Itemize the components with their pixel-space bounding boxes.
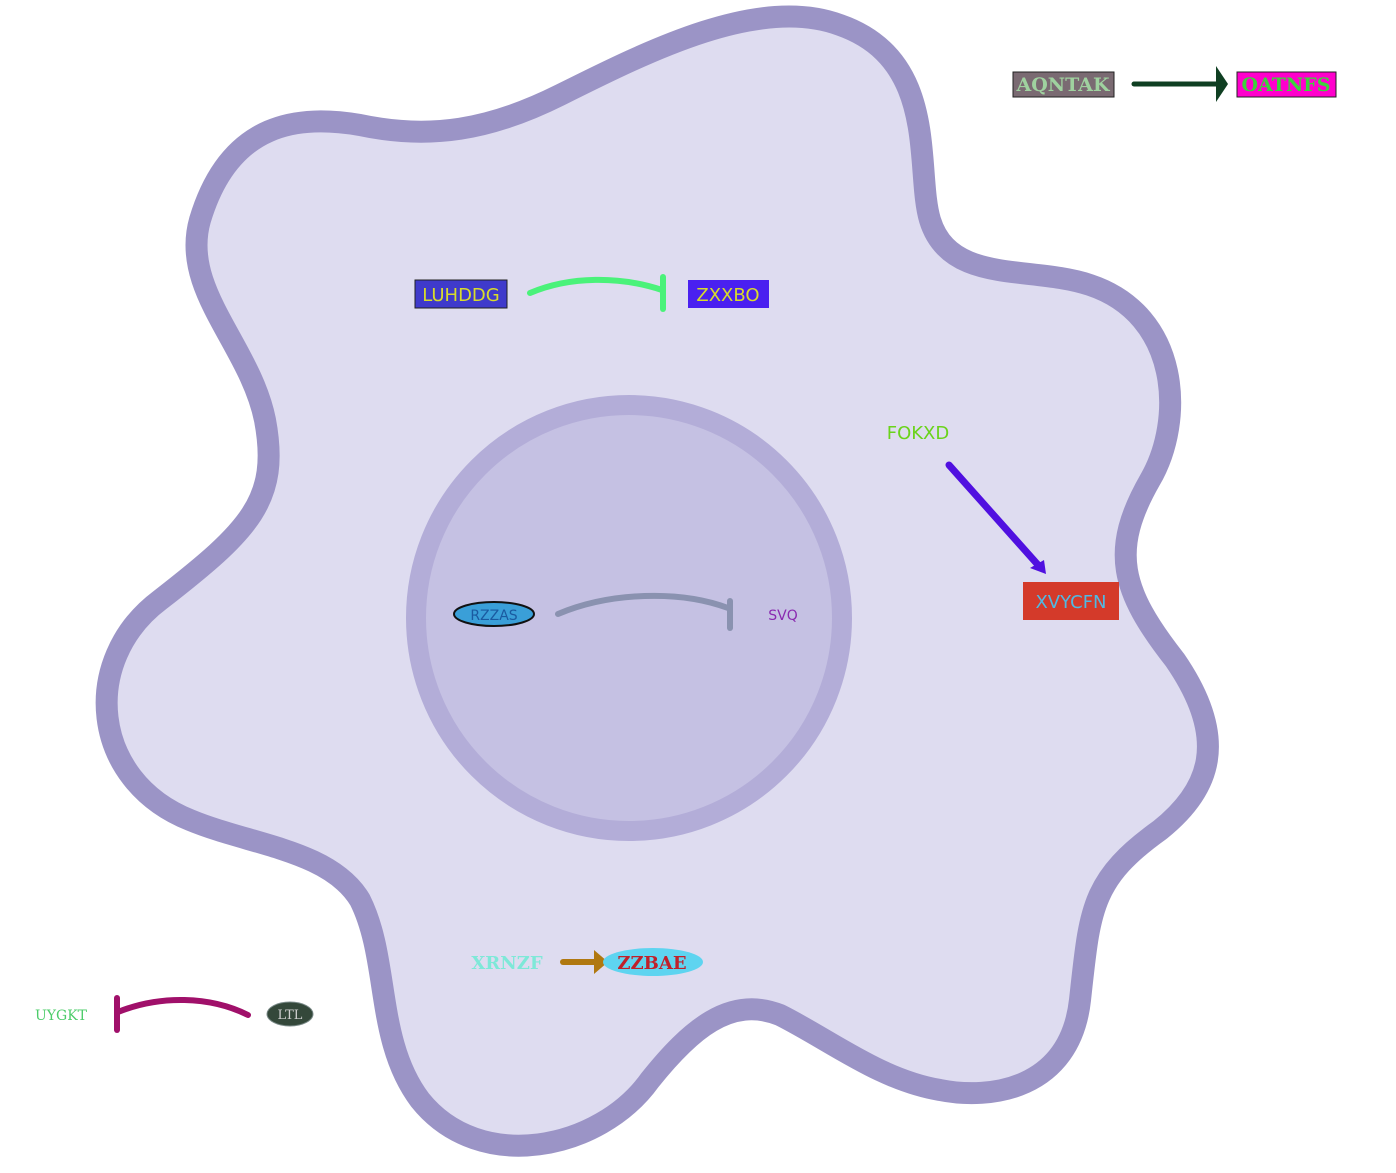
node-rzzas: RZZAS xyxy=(453,601,535,627)
node-rzzas-label: RZZAS xyxy=(470,608,517,624)
node-xrnzf-label: XRNZF xyxy=(471,953,543,974)
node-zxxbo: ZXXBO xyxy=(688,280,769,308)
node-svq-label: SVQ xyxy=(768,608,797,624)
node-luhddg: LUHDDG xyxy=(414,279,508,309)
node-ltl: LTL xyxy=(266,1001,314,1027)
nucleus xyxy=(406,395,852,841)
node-zxxbo-label: ZXXBO xyxy=(696,285,759,306)
node-xvycfn-label: XVYCFN xyxy=(1035,592,1106,613)
edge-aqntak-oatnfs xyxy=(1131,66,1228,102)
node-zzbae: ZZBAE xyxy=(603,948,703,976)
node-luhddg-label: LUHDDG xyxy=(422,285,500,306)
edge-ltl-uygkt xyxy=(114,995,251,1033)
edge-rzzas-svq xyxy=(555,592,733,631)
node-aqntak-label: AQNTAK xyxy=(1015,74,1111,96)
node-ltl-label: LTL xyxy=(278,1008,303,1023)
node-oatnfs-label: OATNFS xyxy=(1242,74,1331,96)
edge-luhddg-zxxbo xyxy=(527,274,666,312)
edge-xrnzf-zzbae xyxy=(560,950,608,974)
node-uygkt-label: UYGKT xyxy=(35,1008,88,1024)
node-zzbae-label: ZZBAE xyxy=(617,953,686,974)
node-oatnfs: OATNFS xyxy=(1236,71,1337,98)
edge-fokxd-xvycfn xyxy=(945,461,1046,574)
node-fokxd-label: FOKXD xyxy=(887,423,950,444)
node-aqntak: AQNTAK xyxy=(1012,71,1115,98)
node-xvycfn: XVYCFN xyxy=(1023,582,1119,620)
